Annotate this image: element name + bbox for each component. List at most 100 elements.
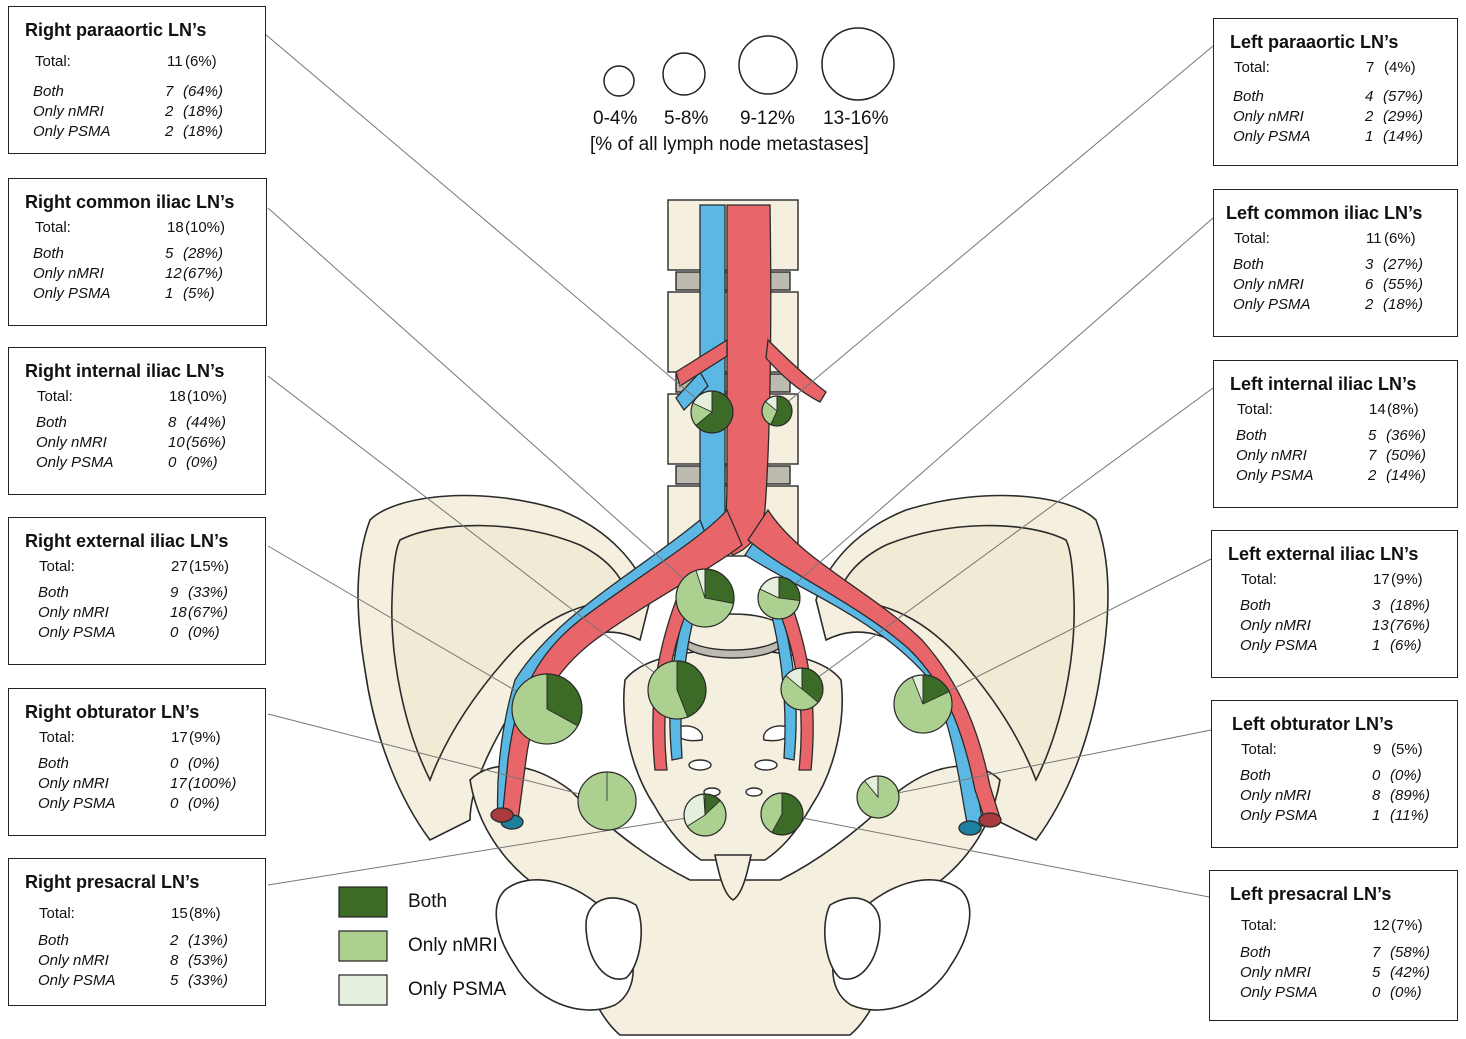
- region-box-right-common-iliac: Right common iliac LN’s Total:18(10%) Bo…: [8, 178, 267, 326]
- total-count: 12: [1373, 917, 1390, 934]
- both-label: Both: [36, 414, 67, 431]
- pie-left-external-iliac: [894, 675, 952, 733]
- region-box-left-external-iliac: Left external iliac LN’s Total:17(9%) Bo…: [1211, 530, 1458, 678]
- total-count: 11: [1366, 230, 1382, 247]
- both-label: Both: [33, 83, 64, 100]
- nmri-label: Only nMRI: [38, 775, 109, 792]
- color-legend-swatches: [339, 887, 387, 1005]
- aorta: [726, 205, 771, 555]
- both-pct: (44%): [186, 414, 226, 431]
- psma-label: Only PSMA: [1240, 807, 1318, 824]
- total-label: Total:: [39, 558, 75, 575]
- size-legend-label-1: 0-4%: [593, 108, 637, 130]
- psma-label: Only PSMA: [1233, 296, 1311, 313]
- total-pct: (6%): [1384, 230, 1416, 247]
- psma-label: Only PSMA: [38, 972, 116, 989]
- right-artery-cut-end: [491, 808, 513, 822]
- nmri-pct: (56%): [186, 434, 226, 451]
- psma-count: 0: [170, 624, 178, 641]
- region-title: Left common iliac LN’s: [1226, 203, 1422, 224]
- nmri-pct: (89%): [1390, 787, 1430, 804]
- total-count: 7: [1366, 59, 1374, 76]
- size-legend-label-4: 13-16%: [823, 108, 889, 130]
- total-label: Total:: [1234, 59, 1270, 76]
- nmri-label: Only nMRI: [1240, 787, 1311, 804]
- nmri-label: Only nMRI: [1240, 964, 1311, 981]
- both-label: Both: [1233, 256, 1264, 273]
- nmri-pct: (76%): [1390, 617, 1430, 634]
- region-box-right-presacral: Right presacral LN’s Total:15(8%) Both2(…: [8, 858, 266, 1006]
- total-pct: (6%): [185, 53, 217, 70]
- psma-count: 1: [1372, 637, 1380, 654]
- nmri-count: 12: [165, 265, 182, 282]
- psma-pct: (0%): [188, 795, 220, 812]
- nmri-label: Only nMRI: [1233, 276, 1304, 293]
- total-label: Total:: [1234, 230, 1270, 247]
- nmri-pct: (67%): [188, 604, 228, 621]
- pie-slice-both: [705, 569, 734, 603]
- size-legend-circle-2: [663, 53, 705, 95]
- nmri-count: 10: [168, 434, 185, 451]
- psma-label: Only PSMA: [38, 624, 116, 641]
- total-label: Total:: [1237, 401, 1273, 418]
- both-count: 0: [170, 755, 178, 772]
- pie-right-internal-iliac: [648, 661, 706, 719]
- size-legend-caption: [% of all lymph node metastases]: [590, 134, 869, 156]
- both-count: 2: [170, 932, 178, 949]
- legend-swatch-both: [339, 887, 387, 917]
- both-count: 0: [1372, 767, 1380, 784]
- total-pct: (8%): [189, 905, 221, 922]
- nmri-label: Only nMRI: [38, 604, 109, 621]
- both-pct: (0%): [1390, 767, 1422, 784]
- both-pct: (28%): [183, 245, 223, 262]
- nmri-label: Only nMRI: [1240, 617, 1311, 634]
- psma-pct: (5%): [183, 285, 215, 302]
- both-pct: (18%): [1390, 597, 1430, 614]
- total-count: 11: [167, 53, 183, 70]
- nmri-label: Only nMRI: [33, 103, 104, 120]
- psma-pct: (14%): [1383, 128, 1423, 145]
- total-label: Total:: [35, 53, 71, 70]
- region-title: Left internal iliac LN’s: [1230, 374, 1416, 395]
- size-legend-circle-1: [604, 66, 634, 96]
- psma-label: Only PSMA: [1240, 637, 1318, 654]
- nmri-count: 17: [170, 775, 187, 792]
- total-pct: (8%): [1387, 401, 1419, 418]
- nmri-pct: (18%): [183, 103, 223, 120]
- psma-pct: (6%): [1390, 637, 1422, 654]
- both-pct: (57%): [1383, 88, 1423, 105]
- pie-right-external-iliac: [512, 674, 582, 744]
- both-label: Both: [1240, 597, 1271, 614]
- psma-pct: (0%): [188, 624, 220, 641]
- legend-swatch-only-nmri: [339, 931, 387, 961]
- total-count: 18: [167, 219, 184, 236]
- both-pct: (64%): [183, 83, 223, 100]
- total-pct: (15%): [189, 558, 229, 575]
- total-label: Total:: [37, 388, 73, 405]
- total-pct: (10%): [185, 219, 225, 236]
- both-count: 5: [1368, 427, 1376, 444]
- total-label: Total:: [39, 905, 75, 922]
- pie-left-obturator: [857, 776, 899, 818]
- nmri-pct: (55%): [1383, 276, 1423, 293]
- total-pct: (9%): [189, 729, 221, 746]
- size-legend-label-3: 9-12%: [740, 108, 795, 130]
- both-label: Both: [1240, 767, 1271, 784]
- both-count: 7: [165, 83, 173, 100]
- region-title: Left external iliac LN’s: [1228, 544, 1418, 565]
- pie-left-paraaortic: [762, 396, 792, 426]
- region-title: Left obturator LN’s: [1232, 714, 1393, 735]
- total-pct: (10%): [187, 388, 227, 405]
- size-legend-label-2: 5-8%: [664, 108, 708, 130]
- both-label: Both: [33, 245, 64, 262]
- leader-line-right-paraaortic: [265, 34, 712, 412]
- both-pct: (13%): [188, 932, 228, 949]
- total-count: 17: [171, 729, 188, 746]
- both-label: Both: [1240, 944, 1271, 961]
- legend-swatch-only-psma: [339, 975, 387, 1005]
- both-pct: (33%): [188, 584, 228, 601]
- nmri-pct: (29%): [1383, 108, 1423, 125]
- psma-label: Only PSMA: [1236, 467, 1314, 484]
- psma-label: Only PSMA: [33, 123, 111, 140]
- psma-count: 0: [1372, 984, 1380, 1001]
